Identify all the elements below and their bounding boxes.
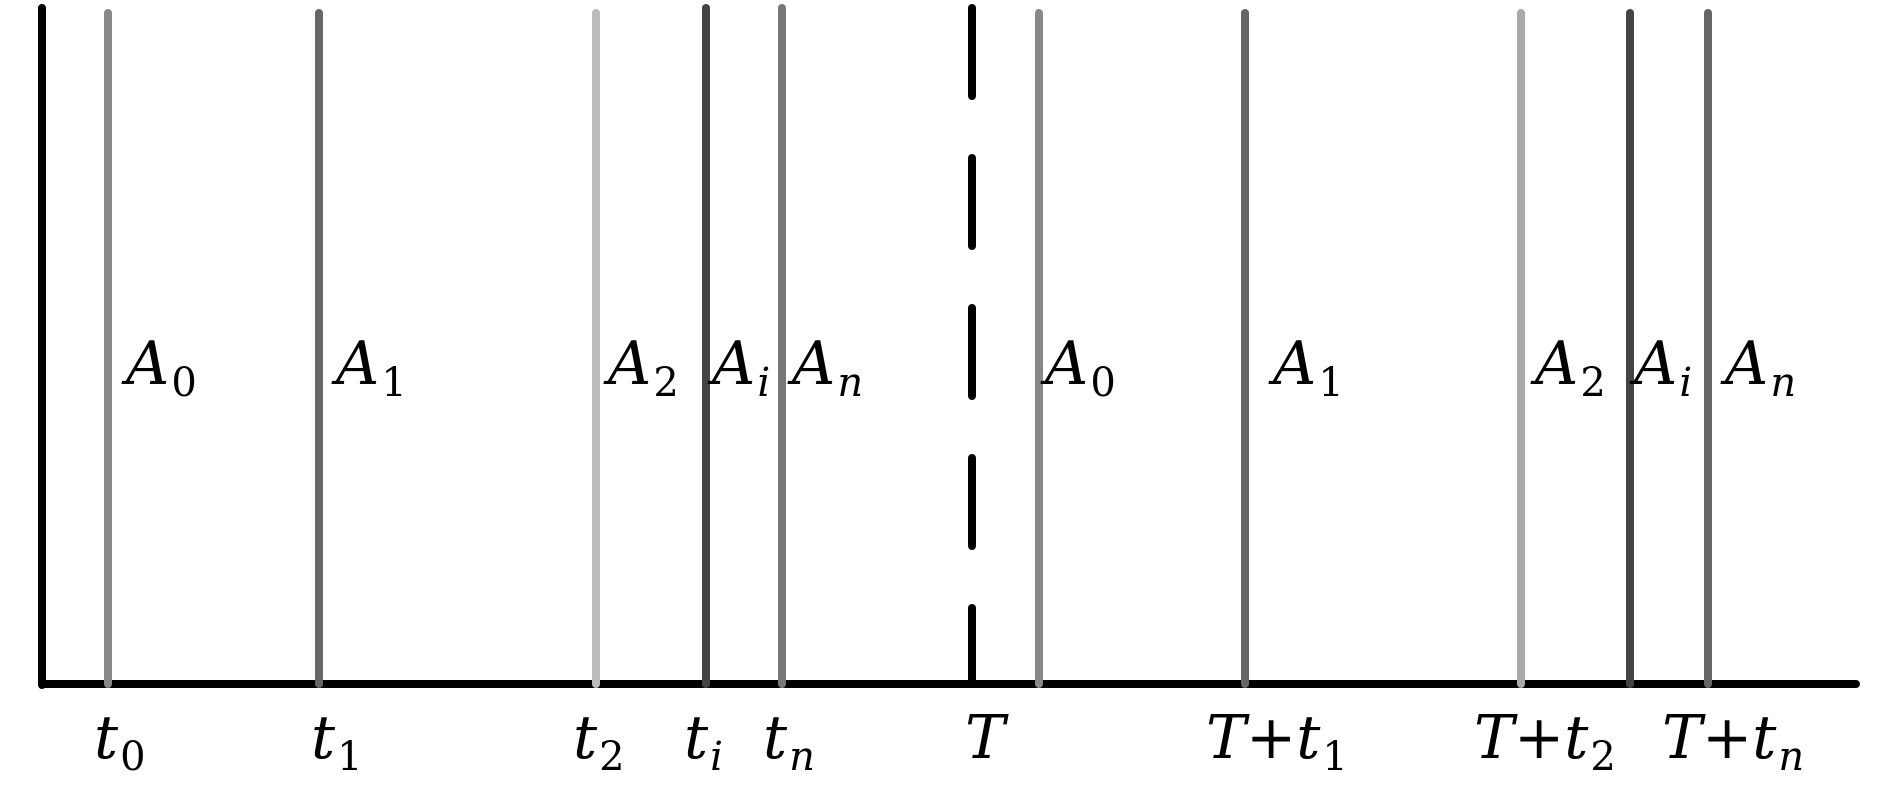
- amp-label-4: An: [787, 329, 863, 406]
- tick-label-1: t1: [311, 703, 363, 780]
- amp-label-8: Ai: [1629, 329, 1692, 406]
- tick-label-4: tn: [763, 703, 815, 780]
- tick-label-period: T: [965, 703, 1009, 773]
- tick-label-9: T+tn: [1662, 703, 1804, 780]
- amp-label-6: A1: [1268, 329, 1344, 406]
- amp-label-7: A2: [1530, 329, 1606, 406]
- tick-label-0: t0: [94, 703, 146, 780]
- amp-label-2: A2: [603, 329, 679, 406]
- amp-label-0: A0: [121, 329, 197, 406]
- amp-label-9: An: [1720, 329, 1796, 406]
- tick-label-2: t2: [573, 703, 625, 780]
- amp-label-1: A1: [331, 329, 407, 406]
- amp-label-5: A0: [1040, 329, 1116, 406]
- tick-label-3: ti: [684, 703, 723, 780]
- tick-label-6: T+t1: [1206, 703, 1348, 780]
- tick-label-7: T+t2: [1474, 703, 1616, 780]
- amp-label-3: Ai: [707, 329, 770, 406]
